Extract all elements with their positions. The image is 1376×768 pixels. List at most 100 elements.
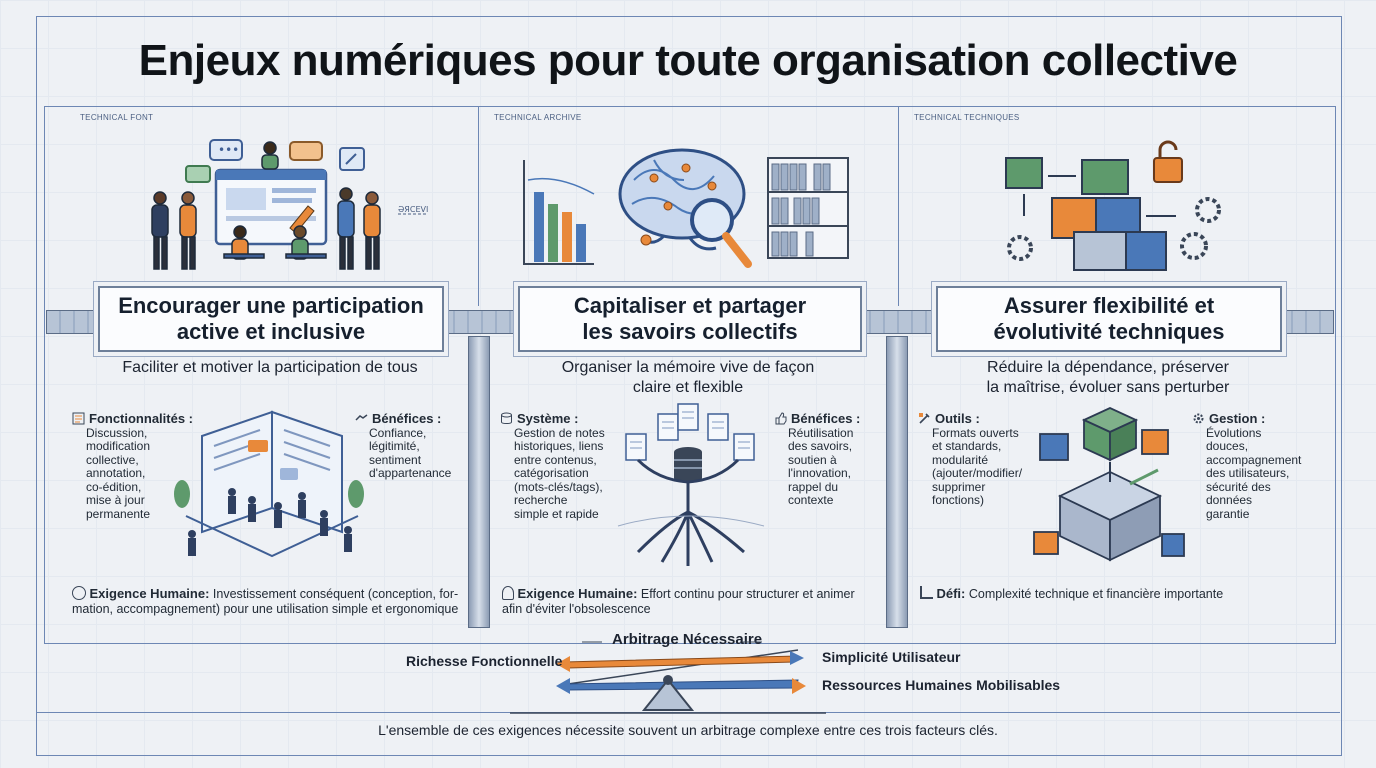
column-title-flexibilite: Assurer flexibilité et évolutivité techn… <box>936 286 1282 352</box>
person-icon <box>502 586 514 600</box>
chart-icon <box>920 586 933 599</box>
modular-blocks-illustration <box>1005 140 1221 271</box>
list-line: (ajouter/modifier/ <box>932 466 1023 480</box>
list-line: soutien à <box>788 452 837 467</box>
list-line: accompagnement <box>1206 452 1302 467</box>
list-line: modularité <box>932 452 989 467</box>
pillar-right <box>886 336 908 628</box>
list-icon <box>72 412 85 425</box>
knowledge-tree-illustration <box>617 403 765 566</box>
list-line: supprimer <box>932 479 986 494</box>
divider-right <box>898 106 899 306</box>
beam-mid-1 <box>440 310 522 334</box>
knowledge-brain-illustration <box>523 148 849 268</box>
svg-text:•••: ••• <box>218 143 239 157</box>
arbitrage-label: Arbitrage Nécessaire <box>612 631 763 648</box>
list-line: légitimité, <box>369 439 420 453</box>
tools-icon <box>918 412 931 425</box>
tech-label-3: TECHNICAL TECHNIQUES <box>914 113 1020 122</box>
beam-right <box>1278 310 1334 334</box>
list-line: entre contenus, <box>514 452 597 467</box>
list-line: catégorisation <box>514 466 589 480</box>
list-line: recherche <box>514 493 568 507</box>
list-line: douces, <box>1206 439 1249 453</box>
pillar-left <box>468 336 490 628</box>
handshake-icon <box>355 412 368 425</box>
page-title: Enjeux numériques pour toute organisatio… <box>138 36 1238 85</box>
illus-label: ƏЯCEVI <box>398 205 428 214</box>
list-line: des utilisateurs, <box>1206 466 1290 480</box>
outer-frame <box>36 16 1342 756</box>
gear-icon <box>1192 412 1205 425</box>
open-book-community-illustration <box>174 410 364 558</box>
list-line: Confiance, <box>369 425 427 440</box>
list-line: des savoirs, <box>788 439 853 453</box>
list-line: Gestion de notes <box>514 425 605 440</box>
benefices-heading-1: Bénéfices : <box>372 411 442 426</box>
footer-note: L'ensemble de ces exigences nécessite so… <box>378 722 998 738</box>
list-line: Évolutions <box>1206 425 1262 440</box>
benefices-heading-2: Bénéfices : <box>791 411 861 426</box>
list-line: garantie <box>1206 506 1250 521</box>
column-title-savoirs: Capitaliser et partager les savoirs coll… <box>518 286 862 352</box>
list-line: fonctions) <box>932 493 985 507</box>
tech-label-2: TECHNICAL ARCHIVE <box>494 113 582 122</box>
list-line: données <box>1206 493 1253 507</box>
column-subtitle-savoirs: Organiser la mémoire vive de façon clair… <box>561 359 815 396</box>
arbitrage-right-bottom: Ressources Humaines Mobilisables <box>822 677 1061 693</box>
arbitrage-left: Richesse Fonctionnelle <box>406 653 563 669</box>
collaboration-illustration: ••• ƏЯCEVI <box>151 139 428 270</box>
arbitrage-seesaw <box>510 641 826 714</box>
list-line: annotation, <box>86 466 146 480</box>
outils-heading: Outils : <box>935 411 980 426</box>
fonctionnalites-heading: Fonctionnalités : <box>89 411 193 426</box>
thumbs-up-icon <box>774 412 787 425</box>
inner-frame <box>44 106 1336 644</box>
list-line: sécurité des <box>1206 479 1271 494</box>
list-line: d'appartenance <box>369 466 452 480</box>
list-line: simple et rapide <box>514 506 599 521</box>
list-line: Discussion, <box>86 425 148 440</box>
list-line: et standards, <box>932 439 1002 453</box>
systeme-heading: Système : <box>517 411 579 426</box>
list-line: co-édition, <box>86 479 142 494</box>
list-line: rappel du <box>788 479 839 494</box>
list-line: Formats ouverts <box>932 425 1019 440</box>
benefices-block-1: Bénéfices : Confiance,légitimité,sentime… <box>355 412 475 481</box>
list-line: Réutilisation <box>788 425 854 440</box>
list-line: sentiment <box>369 452 422 467</box>
fonctionnalites-block: Fonctionnalités : Discussion,modificatio… <box>72 412 202 521</box>
exigence-humaine-2: Exigence Humaine: Effort continu pour st… <box>502 586 855 616</box>
list-line: mise à jour <box>86 493 145 507</box>
list-line: historiques, liens <box>514 439 604 453</box>
database-icon <box>500 412 513 425</box>
column-title-participation: Encourager une participation active et i… <box>98 286 444 352</box>
defi-note: Défi: Complexité technique et financière… <box>920 586 1320 602</box>
column-subtitle-flexibilite: Réduire la dépendance, préserver la maît… <box>986 359 1230 396</box>
puzzle-cube-illustration <box>1033 407 1185 562</box>
tech-label-1: TECHNICAL FONT <box>80 113 154 122</box>
gestion-heading: Gestion : <box>1209 411 1266 426</box>
list-line: permanente <box>86 506 151 521</box>
beam-mid-2 <box>856 310 938 334</box>
exigence-humaine-1: Exigence Humaine: Investissement conséqu… <box>72 586 459 616</box>
list-line: modification <box>86 439 151 453</box>
list-line: l'innovation, <box>788 466 851 480</box>
divider-left <box>478 106 479 306</box>
beam-left <box>46 310 102 334</box>
list-line: contexte <box>788 493 834 507</box>
list-line: (mots-clés/tags), <box>514 479 603 494</box>
people-gear-icon <box>72 586 86 600</box>
column-subtitle-participation: Faciliter et motiver la participation de… <box>122 359 418 376</box>
